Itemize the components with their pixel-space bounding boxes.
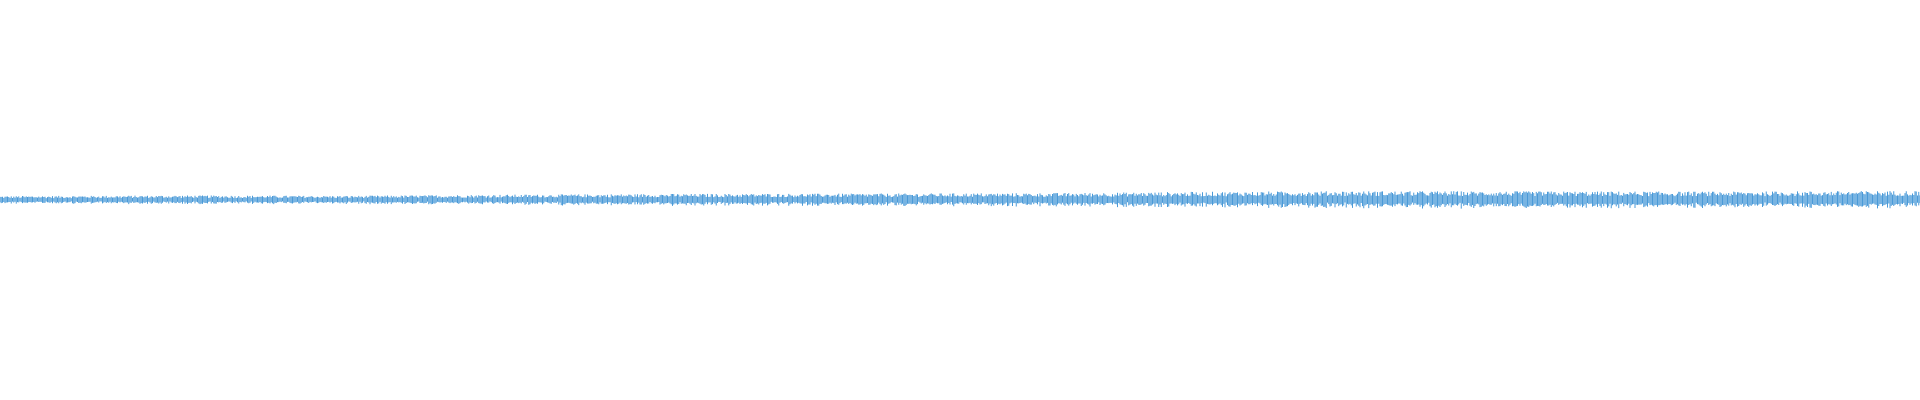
waveform-trace	[0, 191, 1920, 209]
